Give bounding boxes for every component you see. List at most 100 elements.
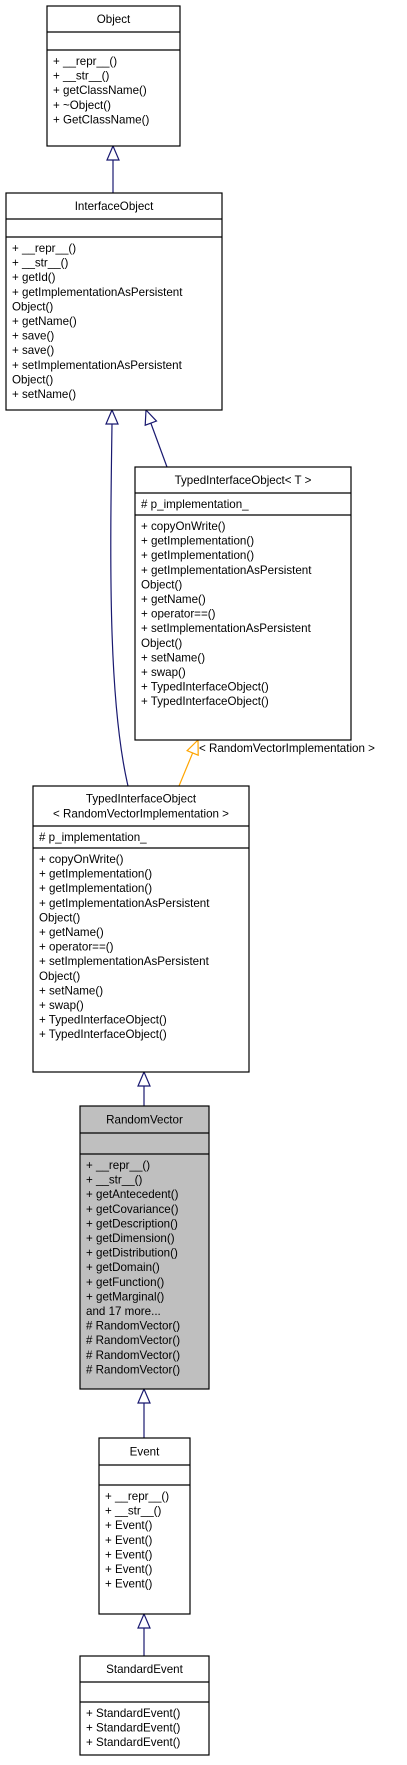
class-method: + setName(): [39, 984, 103, 997]
class-method: + getImplementationAsPersistent: [141, 564, 312, 577]
class-method: + swap(): [39, 999, 84, 1012]
class-method: + getImplementation(): [39, 868, 152, 881]
class-method: + copyOnWrite(): [141, 520, 226, 533]
class-method: + getClassName(): [53, 84, 147, 97]
class-name: Event: [130, 1446, 160, 1459]
class-method: + __repr__(): [105, 1490, 169, 1503]
class-method: + getMarginal(): [86, 1290, 164, 1303]
class-method: + Event(): [105, 1563, 152, 1576]
class-name: TypedInterfaceObject< T >: [175, 474, 312, 487]
class-method: + __repr__(): [12, 242, 76, 255]
typed-interface-object-t-class-box[interactable]: TypedInterfaceObject< T > # p_implementat…: [134, 466, 352, 741]
class-box-border: [46, 5, 181, 147]
class-method: + getName(): [141, 593, 206, 606]
inheritance-arrowhead: [105, 408, 119, 425]
class-box-border: [5, 192, 223, 411]
diagram-nodes: Object+ __repr__()+ __str__()+ getClassN…: [5, 5, 352, 1756]
class-method: + operator==(): [39, 941, 114, 954]
class-name: TypedInterfaceObject: [86, 793, 197, 806]
class-name: RandomVector: [106, 1114, 183, 1127]
diagram-edges: [105, 144, 199, 1656]
object-class-box[interactable]: Object + __repr__() + __str__()+ getClassN…: [46, 5, 181, 147]
class-method: + getImplementation(): [141, 535, 254, 548]
class-method: + Event(): [105, 1578, 152, 1591]
class-method: + ~Object(): [53, 99, 111, 112]
class-attribute: # p_implementation_: [141, 498, 249, 511]
class-method: + getCovariance(): [86, 1203, 179, 1216]
class-method: Object(): [12, 373, 53, 386]
class-method: + TypedInterfaceObject(): [39, 1028, 167, 1041]
class-method: # RandomVector(): [86, 1334, 180, 1347]
standard-event-class-box[interactable]: StandardEvent+ StandardEvent()+ Standard…: [79, 1655, 210, 1756]
class-method: + swap(): [141, 666, 186, 679]
random-vector-class-box[interactable]: RandomVector+ __repr__()+ __str__()+ get…: [79, 1105, 210, 1390]
class-box-border: [134, 466, 352, 741]
class-method: + getDimension(): [86, 1232, 175, 1245]
template-binding-label: < RandomVectorImplementation >: [199, 742, 375, 755]
inheritance-edge: [150, 422, 168, 468]
class-method: + __str__(): [105, 1505, 162, 1518]
class-method: + StandardEvent(): [86, 1722, 181, 1735]
class-method: + TypedInterfaceObject(): [39, 1014, 167, 1027]
class-method: + operator==(): [141, 608, 216, 621]
class-method: + getImplementation(): [141, 549, 254, 562]
class-method: + __str__(): [53, 70, 110, 83]
class-method: + setImplementationAsPersistent: [141, 622, 312, 635]
class-method: + getImplementationAsPersistent: [12, 286, 183, 299]
template-binding-edge: [178, 752, 194, 787]
class-method: + getName(): [39, 926, 104, 939]
inheritance-arrowhead: [106, 144, 120, 161]
inheritance-edge: [110, 423, 129, 787]
class-method: Object(): [141, 578, 182, 591]
inheritance-arrowhead: [137, 1070, 151, 1087]
class-name: Object: [97, 13, 131, 26]
class-method: + getDistribution(): [86, 1247, 178, 1260]
class-method: + getImplementation(): [39, 882, 152, 895]
class-method: + getName(): [12, 315, 77, 328]
class-method: + TypedInterfaceObject(): [141, 695, 269, 708]
class-method: + getAntecedent(): [86, 1188, 179, 1201]
class-method: + getImplementationAsPersistent: [39, 897, 210, 910]
class-method: + getDescription(): [86, 1217, 178, 1230]
class-method: + getId(): [12, 271, 56, 284]
class-box-border: [98, 1437, 191, 1615]
class-method: + GetClassName(): [53, 113, 149, 126]
class-method: + __repr__(): [53, 55, 117, 68]
class-method: + getDomain(): [86, 1261, 160, 1274]
class-method: Object(): [39, 911, 80, 924]
class-method: + TypedInterfaceObject(): [141, 681, 269, 694]
class-method: + setName(): [141, 651, 205, 664]
class-method: Object(): [141, 637, 182, 650]
class-name: InterfaceObject: [75, 200, 154, 213]
class-box-border: [79, 1105, 210, 1390]
class-box-border: [79, 1655, 210, 1756]
class-method: Object(): [39, 970, 80, 983]
inheritance-arrowhead: [144, 408, 158, 427]
class-method: # RandomVector(): [86, 1320, 180, 1333]
class-method: Object(): [12, 300, 53, 313]
class-method: + __repr__(): [86, 1159, 150, 1172]
interface-object-class-box[interactable]: InterfaceObject+ __repr__()+ __str__()+ …: [5, 192, 223, 411]
class-method: + setName(): [12, 388, 76, 401]
class-method: + __str__(): [86, 1174, 143, 1187]
class-method: and 17 more...: [86, 1305, 161, 1318]
typed-interface-object-random-vector-impl-class-box[interactable]: TypedInterfaceObject< RandomVectorImplem…: [32, 785, 250, 1073]
class-name: < RandomVectorImplementation >: [53, 807, 229, 820]
class-method: # RandomVector(): [86, 1349, 180, 1362]
class-attribute: # p_implementation_: [39, 831, 147, 844]
class-method: # RandomVector(): [86, 1363, 180, 1376]
event-class-box[interactable]: Event+ __repr__()+ __str__()+ Event()+ E…: [98, 1437, 191, 1615]
class-method: + save(): [12, 330, 54, 343]
class-method: + save(): [12, 344, 54, 357]
inheritance-arrowhead: [137, 1612, 151, 1629]
class-method: + StandardEvent(): [86, 1736, 181, 1749]
class-method: + copyOnWrite(): [39, 853, 124, 866]
class-method: + setImplementationAsPersistent: [39, 955, 210, 968]
class-method: + setImplementationAsPersistent: [12, 359, 183, 372]
class-method: + Event(): [105, 1534, 152, 1547]
class-method: + __str__(): [12, 257, 69, 270]
class-method: + Event(): [105, 1548, 152, 1561]
class-name: StandardEvent: [106, 1663, 183, 1676]
class-method: + StandardEvent(): [86, 1707, 181, 1720]
